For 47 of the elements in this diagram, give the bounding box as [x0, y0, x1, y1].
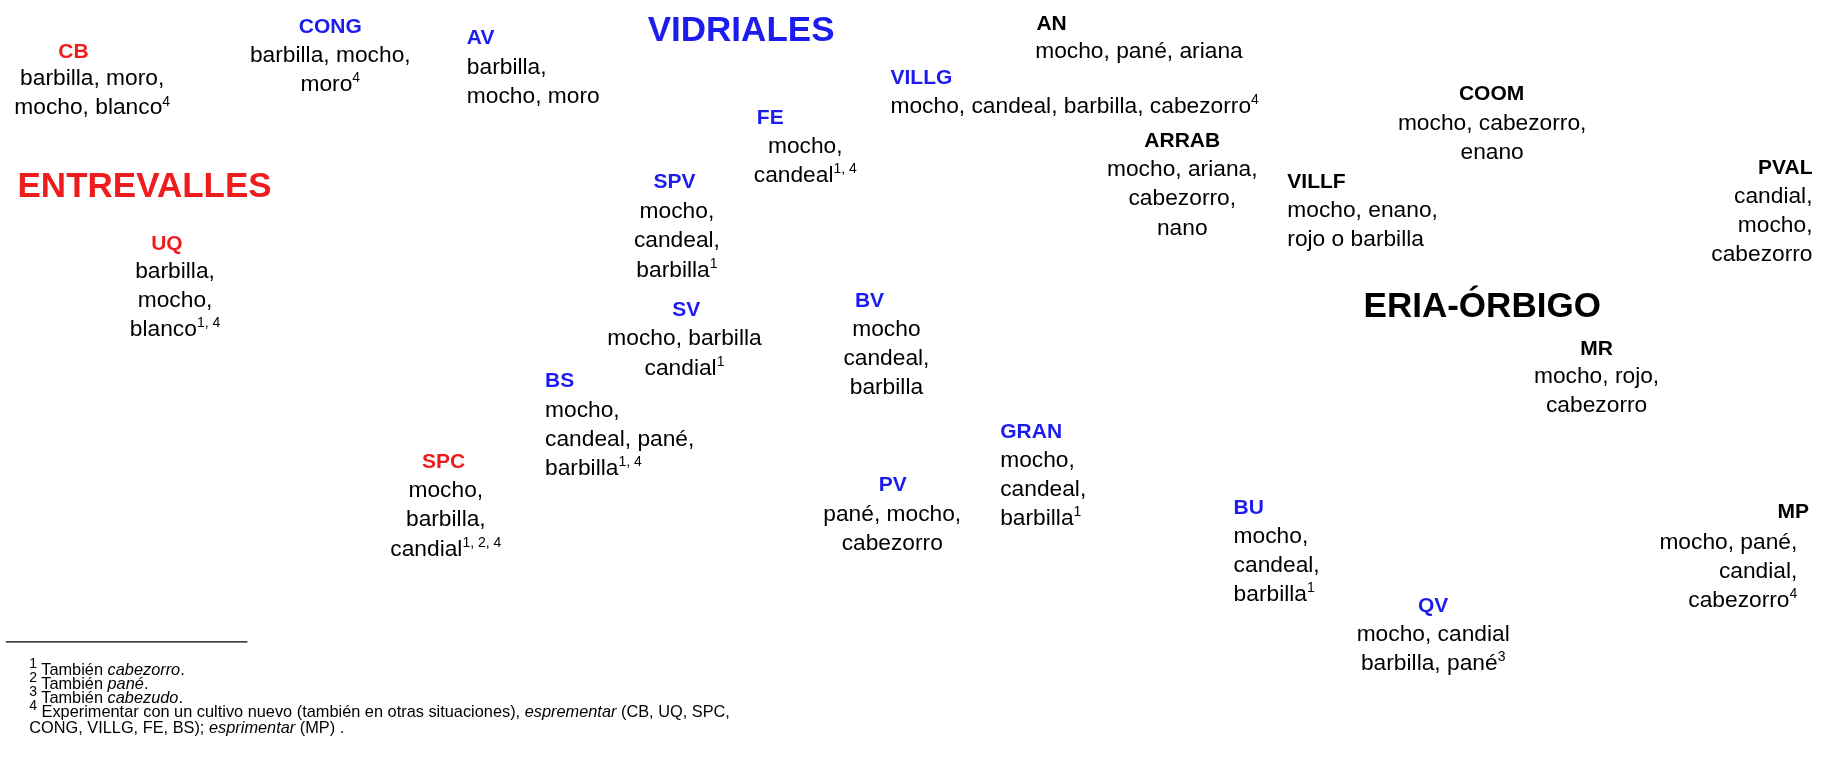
- variety-list: barbilla, mocho, moro$^{4}$: [248, 39, 412, 99]
- site-code: BS: [545, 367, 576, 395]
- variety-list: mocho, ariana, cabezorro, nano: [1101, 154, 1263, 242]
- site-code: VILLG: [890, 64, 954, 91]
- site-code: VILLF: [1287, 168, 1347, 195]
- variety-list: mocho, candeal, barbilla$^{1}$: [1233, 520, 1339, 609]
- site-code: GRAN: [1000, 418, 1064, 445]
- site-code: SV: [671, 296, 702, 323]
- site-code: SPV: [652, 168, 697, 195]
- variety-list: mocho, pané, ariana: [1035, 36, 1304, 66]
- site-code: PV: [877, 471, 908, 498]
- site-code: AV: [466, 24, 496, 51]
- site-code: QV: [1417, 591, 1450, 619]
- site-code: UQ: [150, 230, 184, 257]
- variety-list: pané, mocho, cabezorro: [819, 498, 966, 557]
- variety-list: mocho, candeal, barbilla, cabezorro$^{4}$: [890, 91, 1334, 121]
- region-name: ERIA-ÓRBIGO: [1362, 285, 1602, 326]
- region-name: ENTREVALLES: [17, 165, 273, 206]
- site-code: BU: [1233, 493, 1265, 521]
- site-code: SPC: [420, 448, 467, 475]
- site-code: CB: [57, 38, 90, 65]
- variety-list: mocho, candeal, pané, barbilla$^{1, 4}$: [545, 394, 707, 482]
- variety-list: mocho, candial barbilla, pané$^{3}$: [1339, 618, 1527, 677]
- variety-list: mocho, barbilla candial$^{1}$: [594, 323, 775, 382]
- variety-list: mocho, cabezorro, enano: [1390, 107, 1595, 166]
- site-code: PVAL: [1757, 154, 1813, 181]
- site-code: ARRAB: [1143, 127, 1222, 154]
- variety-list: mocho, candeal$^{1, 4}$: [741, 130, 870, 190]
- site-code: COOM: [1457, 80, 1526, 108]
- variety-list: barbilla, mocho, moro: [466, 51, 613, 110]
- variety-list: mocho, candeal, barbilla$^{1}$: [1000, 444, 1106, 533]
- variety-list: mocho candeal, barbilla: [831, 313, 942, 402]
- variety-list: mocho, rojo, cabezorro: [1526, 360, 1667, 419]
- site-code: MR: [1579, 335, 1614, 362]
- variety-list: barbilla, mocho, blanco$^{1, 4}$: [122, 255, 228, 344]
- variety-list: barbilla, moro, mocho, blanco$^{4}$: [0, 63, 185, 122]
- region-name: VIDRIALES: [646, 9, 836, 49]
- variety-list: mocho, barbilla, candial$^{1, 2, 4}$: [381, 475, 510, 563]
- variety-list: candial, mocho, cabezorro: [1709, 180, 1813, 269]
- site-code: BV: [853, 287, 886, 314]
- site-code: CONG: [297, 13, 363, 40]
- site-code: AN: [1036, 10, 1068, 37]
- variety-list: mocho, pané, candial, cabezorro$^{4}$: [1651, 526, 1798, 614]
- variety-list: mocho, candeal, barbilla$^{1}$: [624, 196, 730, 284]
- variety-list: mocho, enano, rojo o barbilla: [1287, 194, 1465, 254]
- site-code: MP: [1776, 498, 1809, 525]
- site-code: FE: [755, 104, 785, 131]
